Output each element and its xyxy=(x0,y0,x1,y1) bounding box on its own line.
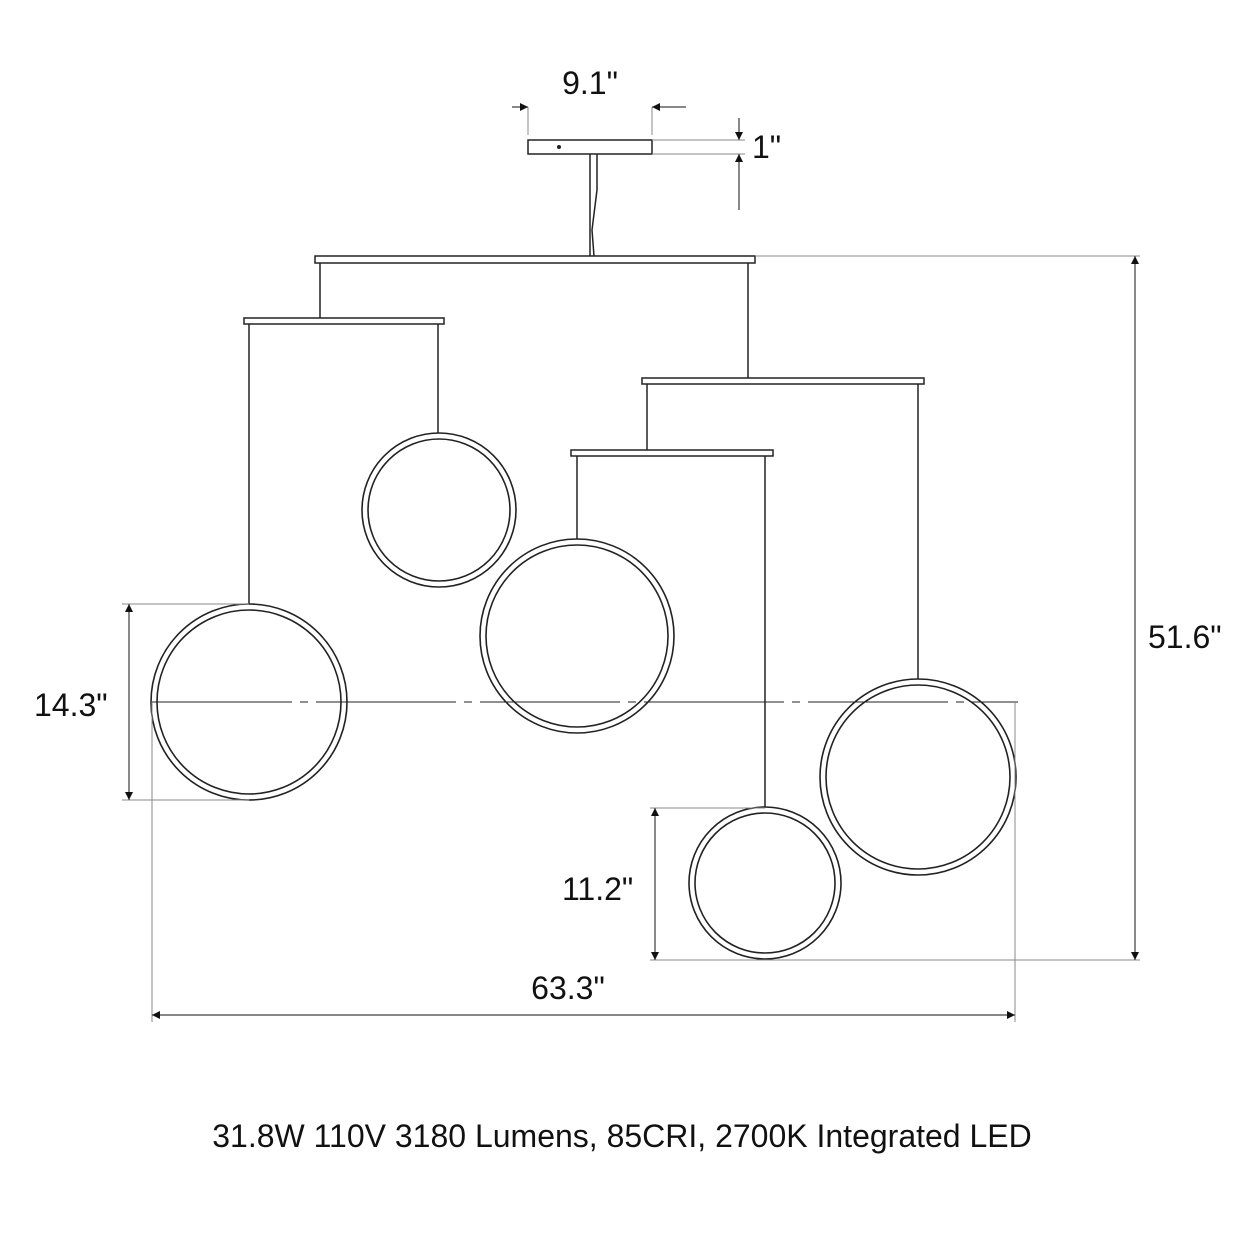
canopy-width-label: 9.1" xyxy=(562,65,618,101)
ring-large-right xyxy=(819,678,1017,876)
small-ring-diameter-label: 11.2" xyxy=(562,871,633,907)
dimension-arrows xyxy=(125,103,1139,1019)
large-ring-diameter-label: 14.3" xyxy=(34,687,108,723)
canopy xyxy=(527,139,653,257)
ring-small-upper xyxy=(361,432,517,588)
ring-large-center xyxy=(479,538,675,734)
overall-width-label: 63.3" xyxy=(531,970,605,1006)
spec-text: 31.8W 110V 3180 Lumens, 85CRI, 2700K Int… xyxy=(212,1118,1031,1154)
canopy-height-label: 1" xyxy=(752,129,781,165)
overall-height-label: 51.6" xyxy=(1148,619,1222,655)
ring-small-lower xyxy=(688,806,842,960)
suspension-cables xyxy=(248,263,919,807)
suspension-bars xyxy=(243,255,925,457)
